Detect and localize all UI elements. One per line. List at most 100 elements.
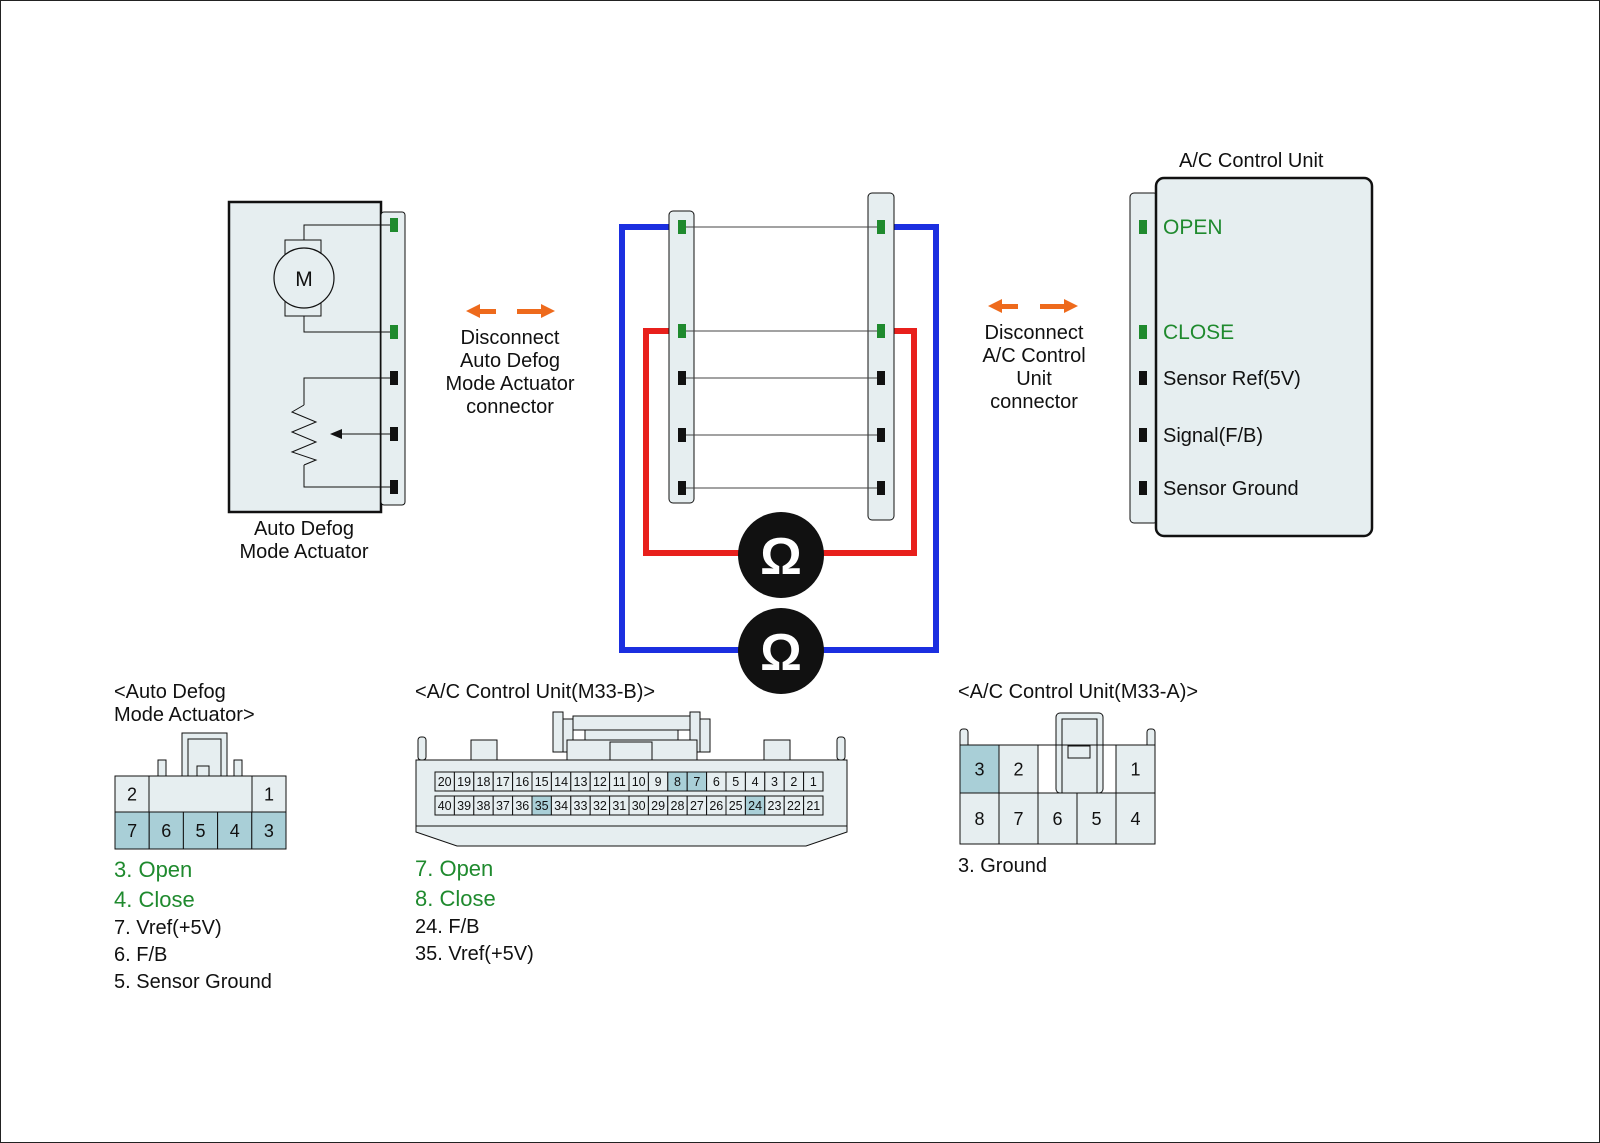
pin-cell: 26: [706, 795, 727, 816]
legend-item: 3. Ground: [958, 855, 1047, 877]
pin-cell: 27: [686, 795, 708, 816]
pin-number: 34: [554, 799, 568, 813]
pin-number: 8: [974, 809, 984, 829]
ohmmeter-blue-icon: Ω: [738, 608, 824, 694]
disconnect-left-line-1: Disconnect: [460, 327, 560, 349]
pin-number: 22: [787, 799, 801, 813]
pin-number: 6: [161, 821, 171, 841]
pin-cell: 39: [453, 795, 475, 816]
pin-cell: 14: [550, 771, 572, 792]
legend-m33b: 7. Open 8. Close 24. F/B 35. Vref(+5V): [415, 854, 534, 968]
pin-cell: 3: [959, 744, 1000, 794]
disconnect-left-line-3: Mode Actuator: [445, 373, 575, 395]
motor-icon: M: [273, 224, 394, 333]
acu-pin-open: OPEN: [1163, 216, 1223, 239]
disconnect-right-line-4: connector: [990, 391, 1078, 413]
pin-number: 39: [457, 799, 471, 813]
actuator-label-line1: Auto Defog: [253, 518, 355, 540]
pin-number: 1: [1130, 759, 1140, 779]
pin-number: 4: [1130, 809, 1140, 829]
acu-component: [1129, 176, 1374, 538]
pin-cell: 3: [251, 811, 287, 850]
pin-number: 38: [477, 799, 491, 813]
pin-cell: 12: [589, 771, 611, 792]
pin-number: 1: [810, 775, 817, 789]
pin-number: 1: [264, 784, 274, 804]
pin-number: 5: [732, 775, 739, 789]
pin-number: 13: [574, 775, 588, 789]
pin-cell: 1: [803, 771, 824, 792]
pin-number: 4: [230, 821, 240, 841]
acu-pin-sensor-ground: Sensor Ground: [1163, 478, 1299, 500]
pin-cell: 23: [764, 795, 785, 816]
pin-cell: 7: [114, 811, 150, 850]
actuator-label: Auto Defog Mode Actuator: [204, 518, 404, 564]
pin-number: 2: [790, 775, 797, 789]
pin-number: 18: [477, 775, 491, 789]
pin-cell: 35: [531, 795, 552, 816]
legend-item: 4. Close: [114, 887, 195, 912]
pin-cell: 2: [998, 744, 1039, 794]
legend-m33a: 3. Ground: [958, 853, 1047, 880]
conn-m33a-title: <A/C Control Unit(M33-A)>: [958, 681, 1199, 703]
legend-item: 3. Open: [114, 857, 193, 882]
pin-number: 29: [651, 799, 665, 813]
pin-cell: 21: [803, 795, 824, 816]
legend-item: 8. Close: [415, 886, 496, 911]
pin-cell: 20: [434, 771, 455, 792]
conn-actuator-title-line1: <Auto Defog: [114, 681, 226, 703]
pin-number: 32: [593, 799, 607, 813]
pin-cell: 24: [744, 795, 766, 816]
pin-number: 21: [806, 799, 820, 813]
pin-cell: 6: [706, 771, 727, 792]
legend-actuator: 3. Open 4. Close 7. Vref(+5V) 6. F/B 5. …: [114, 855, 272, 996]
pin-number: 37: [496, 799, 510, 813]
pin-cell: 4: [744, 771, 766, 792]
legend-item: 35. Vref(+5V): [415, 943, 534, 965]
pin-number: 3: [974, 759, 984, 779]
pin-cell: 17: [492, 771, 514, 792]
disconnect-left-line-2: Auto Defog: [459, 350, 561, 372]
pin-cell: 32: [589, 795, 611, 816]
pin-number: 33: [574, 799, 588, 813]
conn-actuator-title-line2: Mode Actuator>: [114, 704, 255, 726]
pin-number: 31: [612, 799, 626, 813]
pin-number: 30: [632, 799, 646, 813]
pin-cell: 30: [628, 795, 649, 816]
pin-number: 7: [693, 775, 700, 789]
conn-actuator-title: <Auto Defog Mode Actuator>: [114, 681, 255, 727]
pin-number: 25: [729, 799, 743, 813]
pin-number: 23: [768, 799, 782, 813]
pin-cell: 9: [647, 771, 669, 792]
pin-cell: 7: [998, 792, 1039, 845]
pin-number: 3: [771, 775, 778, 789]
disconnect-actuator-note: Disconnect Auto Defog Mode Actuator conn…: [420, 327, 600, 419]
pin-number: 2: [127, 784, 137, 804]
pin-cell: 38: [473, 795, 494, 816]
pin-cell: 8: [959, 792, 1000, 845]
pin-number: 4: [752, 775, 759, 789]
pin-cell: 11: [609, 771, 630, 792]
pin-cell: 28: [667, 795, 688, 816]
pin-number: 27: [690, 799, 704, 813]
pin-number: 11: [613, 775, 626, 789]
legend-item: 5. Sensor Ground: [114, 971, 272, 993]
conn-m33b-title: <A/C Control Unit(M33-B)>: [415, 681, 656, 703]
pin-cell: 36: [512, 795, 533, 816]
pin-number: 7: [1013, 809, 1023, 829]
pin-number: 28: [671, 799, 685, 813]
pin-cell: 1: [1115, 744, 1156, 794]
pin-cell: 29: [647, 795, 669, 816]
pin-number: 19: [457, 775, 471, 789]
ohm-symbol-2: Ω: [760, 624, 802, 682]
pin-number: 10: [632, 775, 646, 789]
ohmmeter-red-icon: Ω: [738, 512, 824, 598]
acu-pin-sensor-ref: Sensor Ref(5V): [1163, 368, 1301, 390]
pin-cell: 15: [531, 771, 552, 792]
pin-number: 6: [1052, 809, 1062, 829]
acu-pin-close: CLOSE: [1163, 321, 1235, 344]
pin-cell: 5: [1076, 792, 1117, 845]
disconnect-acu-note: Disconnect A/C Control Unit connector: [944, 322, 1124, 414]
